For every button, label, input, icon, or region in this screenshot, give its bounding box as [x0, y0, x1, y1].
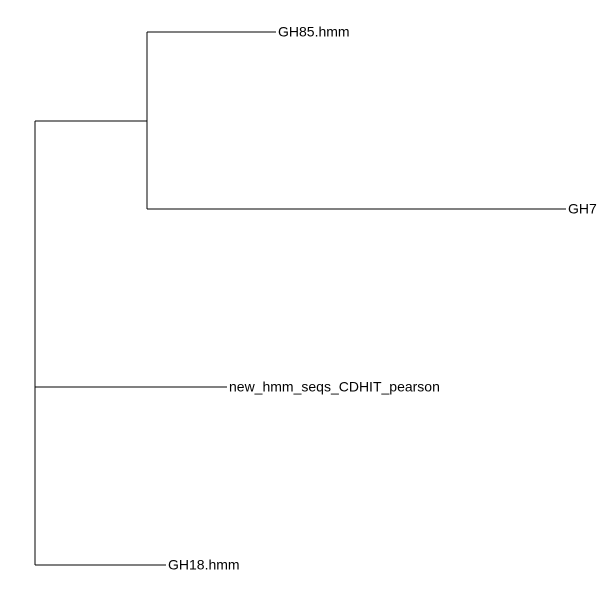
leaf-label-gh7: GH7: [568, 201, 597, 217]
leaf-label-gh85: GH85.hmm: [278, 24, 350, 40]
leaf-label-new-hmm: new_hmm_seqs_CDHIT_pearson: [229, 379, 440, 395]
leaf-label-gh18: GH18.hmm: [168, 557, 240, 573]
